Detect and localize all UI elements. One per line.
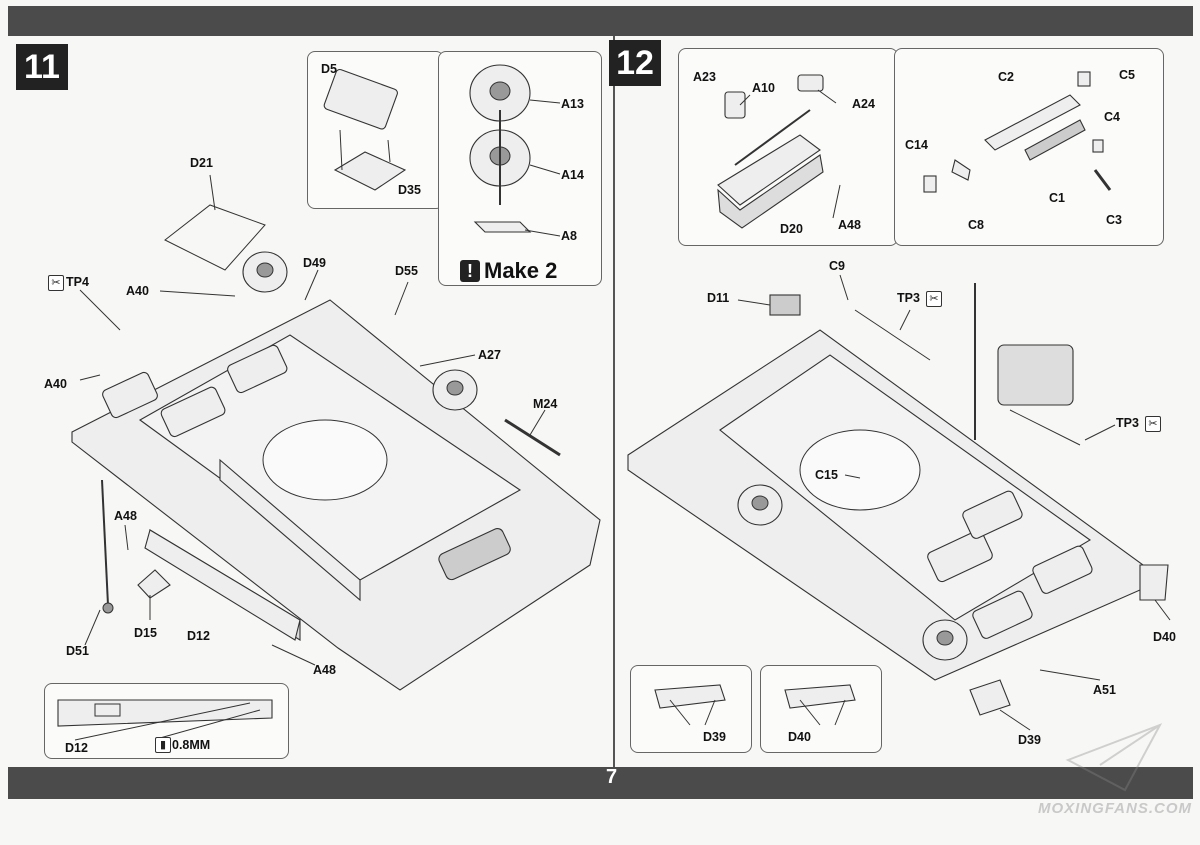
label-D39-inset: D39: [703, 730, 726, 744]
label-A23: A23: [693, 70, 716, 84]
inset-wheels: [469, 64, 561, 237]
label-D49: D49: [303, 256, 326, 270]
watermark: MOXINGFANS.COM: [1038, 800, 1193, 817]
label-C1: C1: [1049, 191, 1065, 205]
page-number: 7: [606, 766, 618, 788]
label-D12: D12: [187, 629, 210, 643]
label-D39: D39: [1018, 733, 1041, 747]
file-icon: ▮: [155, 737, 171, 753]
label-A48-left: A48: [114, 509, 137, 523]
d40-inset-box: [760, 665, 882, 753]
step-11-badge: 11: [16, 44, 68, 90]
label-C3: C3: [1106, 213, 1122, 227]
label-TP3-right: TP3: [1116, 416, 1139, 430]
label-C5: C5: [1119, 68, 1135, 82]
label-M24: M24: [533, 397, 558, 411]
make-2-note: ! Make 2: [460, 258, 557, 284]
label-D15: D15: [134, 626, 157, 640]
page-divider: [613, 36, 615, 767]
label-D5: D5: [321, 62, 337, 76]
hull-step12: [627, 274, 1171, 731]
inset-a10: [717, 74, 841, 229]
label-C9: C9: [829, 259, 845, 273]
inset-d40: [784, 684, 856, 726]
inset-d5: [323, 68, 407, 191]
label-A48-s12: A48: [838, 218, 861, 232]
cut-icon: ✂: [48, 275, 64, 291]
label-D21: D21: [190, 156, 213, 170]
paper-plane-logo: [1065, 723, 1163, 792]
thickness-note: 0.8MM: [172, 738, 211, 752]
label-A13: A13: [561, 97, 584, 111]
label-D20: D20: [780, 222, 803, 236]
inset-c1: [923, 71, 1112, 193]
label-D40: D40: [1153, 630, 1176, 644]
label-C4: C4: [1104, 110, 1120, 124]
step-12-badge: 12: [609, 40, 661, 86]
make-2-text: Make 2: [484, 258, 558, 283]
exclamation-icon: !: [460, 260, 480, 282]
hull-step11: [71, 174, 601, 691]
label-D40-inset: D40: [788, 730, 811, 744]
label-D12-inset: D12: [65, 741, 88, 755]
footer-band: [8, 767, 1193, 799]
d39-inset-box: [630, 665, 752, 753]
cut-icon: ✂: [1145, 416, 1161, 432]
label-C14: C14: [905, 138, 928, 152]
inset-d12-plate: [57, 699, 273, 741]
label-C15: C15: [815, 468, 838, 482]
label-A24: A24: [852, 97, 875, 111]
label-A48-bottom: A48: [313, 663, 336, 677]
header-band: [8, 6, 1193, 36]
label-D51: D51: [66, 644, 89, 658]
cut-icon: ✂: [926, 291, 942, 307]
label-A27: A27: [478, 348, 501, 362]
inset-d39: [654, 684, 726, 726]
label-D55: D55: [395, 264, 418, 278]
label-A10: A10: [752, 81, 775, 95]
label-A14: A14: [561, 168, 584, 182]
label-A8: A8: [561, 229, 577, 243]
label-C8: C8: [968, 218, 984, 232]
label-A40-left: A40: [44, 377, 67, 391]
label-C2: C2: [998, 70, 1014, 84]
label-TP4: TP4: [66, 275, 89, 289]
label-TP3-top: TP3: [897, 291, 920, 305]
label-A40-top: A40: [126, 284, 149, 298]
label-D35: D35: [398, 183, 421, 197]
label-A51: A51: [1093, 683, 1116, 697]
label-D11: D11: [707, 291, 730, 305]
c1-inset-box: [894, 48, 1164, 246]
